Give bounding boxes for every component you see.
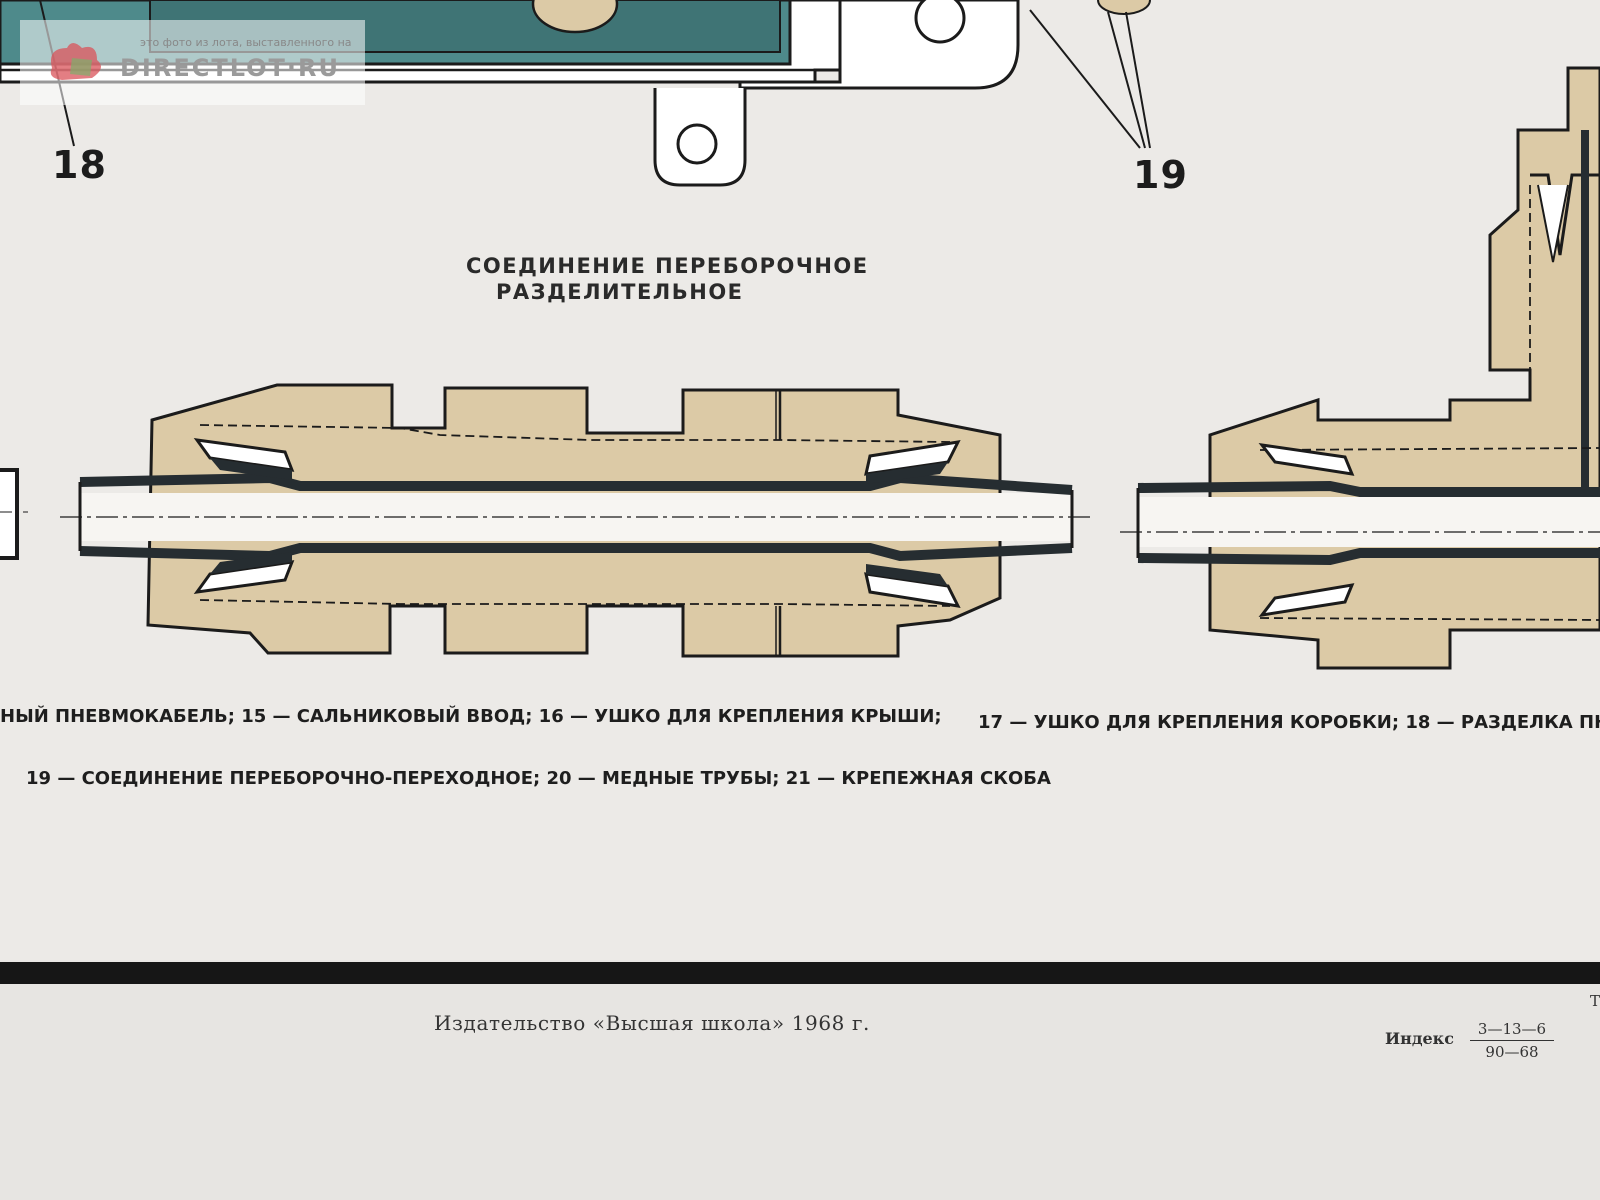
- left-partial-connector: [0, 468, 19, 560]
- footer-rule: [0, 962, 1600, 984]
- watermark-logo-icon: [50, 43, 101, 80]
- publisher-imprint: Издательство «Высшая школа» 1968 г.: [434, 1011, 870, 1035]
- edge-cropped-text: ТТLI: [1590, 992, 1600, 1010]
- legend-line2: 19 — СОЕДИНЕНИЕ ПЕРЕБОРОЧНО-ПЕРЕХОДНОЕ; …: [26, 768, 1051, 789]
- index-denominator: 90—68: [1485, 1043, 1539, 1061]
- angle-connector: [1120, 66, 1600, 670]
- legend-line1-a: НЫЙ ПНЕВМОКАБЕЛЬ; 15 — САЛЬНИКОВЫЙ ВВОД;…: [0, 706, 942, 727]
- index-label: Индекс: [1385, 1029, 1454, 1048]
- diagram-title-line1: СОЕДИНЕНИЕ ПЕРЕБОРОЧНОЕ: [466, 254, 869, 278]
- watermark-brand: DIRECTLOT·RU: [120, 54, 341, 82]
- watermark-caption: это фото из лота, выставленного на: [140, 36, 352, 49]
- callout-18: 18: [52, 143, 107, 187]
- main-connector: [60, 383, 1090, 658]
- diagram-title-line2: РАЗДЕЛИТЕЛЬНОЕ: [496, 280, 744, 304]
- mounting-bracket: [738, 0, 1020, 90]
- index-code: 3—13—6 90—68: [1470, 1020, 1554, 1061]
- callout-19: 19: [1133, 153, 1188, 197]
- watermark: это фото из лота, выставленного на DIREC…: [20, 20, 365, 105]
- index-numerator: 3—13—6: [1470, 1020, 1554, 1041]
- legend-line1-b: 17 — УШКО ДЛЯ КРЕПЛЕНИЯ КОРОБКИ; 18 — РА…: [978, 712, 1600, 733]
- lid-lug: [653, 88, 747, 187]
- leader-19: [1029, 9, 1151, 149]
